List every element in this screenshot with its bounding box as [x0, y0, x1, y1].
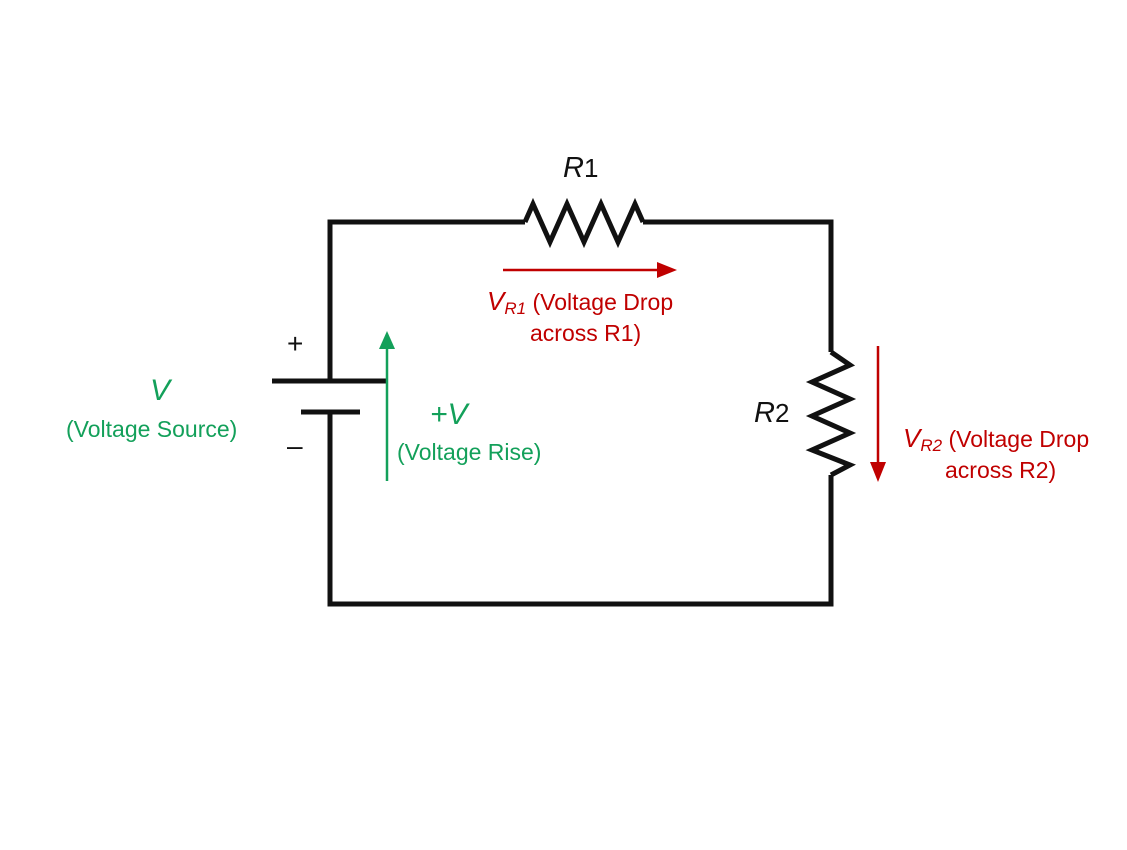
rise-symbol: +V [430, 398, 468, 431]
vr1-desc-line2: across R1) [530, 320, 642, 346]
rise-description: (Voltage Rise) [397, 439, 542, 465]
vr1-arrow-head [657, 262, 677, 278]
minus-sign: – [287, 430, 303, 461]
r1-label: R1 [563, 154, 598, 183]
resistor-r1 [522, 197, 646, 249]
r1-symbol: R [563, 152, 584, 184]
vr1-symbol: V [487, 286, 505, 316]
source-description: (Voltage Source) [66, 416, 238, 442]
vr1-subscript: R1 [504, 299, 527, 318]
plus-sign: + [287, 328, 304, 359]
wire-left-top [327, 219, 525, 380]
wire-right-bottom-left [327, 414, 834, 607]
source-symbol: V [150, 374, 171, 407]
r2-symbol: R [754, 397, 775, 429]
wire-top-right [643, 219, 834, 352]
r2-subscript: 2 [774, 398, 790, 428]
vr2-symbol: V [903, 423, 921, 453]
vr1-label-line1: VR1 (Voltage Drop [487, 288, 673, 317]
voltage-rise-arrow-head [379, 331, 395, 349]
vr2-subscript: R2 [920, 436, 943, 455]
r2-label: R2 [754, 399, 789, 428]
r1-subscript: 1 [583, 153, 599, 183]
vr2-label-line1: VR2 (Voltage Drop [903, 425, 1089, 454]
vr2-desc-line1: (Voltage Drop [942, 426, 1090, 452]
vr2-desc-line2: across R2) [945, 457, 1057, 483]
vr1-desc-line1: (Voltage Drop [526, 289, 674, 315]
resistor-r2 [805, 349, 857, 478]
vr2-arrow-head [870, 462, 886, 482]
